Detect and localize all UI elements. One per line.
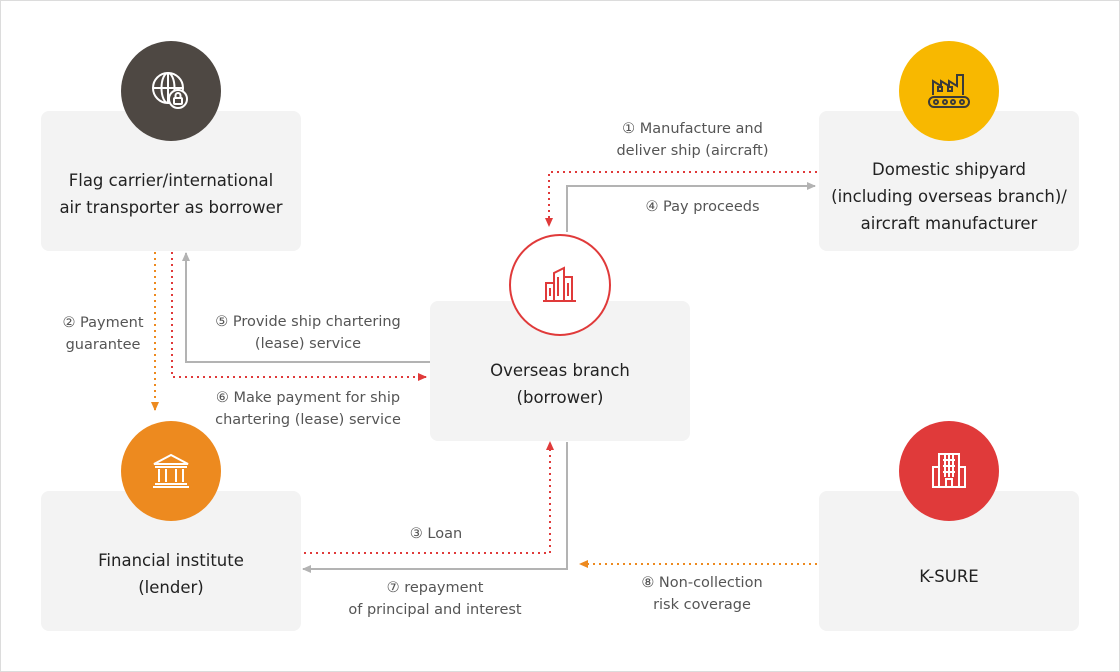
edge-1-label: ① Manufacture and deliver ship (aircraft… [616, 121, 769, 159]
edge-5-line [182, 252, 430, 363]
edge-3-line [304, 441, 554, 554]
edge-7-label: ⑦ repayment of principal and interest [348, 580, 522, 618]
building-icon [543, 266, 576, 302]
globe-lock-icon [152, 72, 188, 109]
node-ksure-label: K-SURE [919, 566, 979, 586]
bank-icon [153, 453, 189, 488]
node-shipyard-label: Domestic shipyard (including overseas br… [831, 159, 1067, 233]
ksure-badge [899, 421, 999, 521]
financial-institute-badge [121, 421, 221, 521]
edge-4-label: ④ Pay proceeds [645, 199, 760, 215]
overseas-branch-badge [509, 234, 611, 336]
edge-6-line [171, 252, 427, 381]
edge-5-label: ⑤ Provide ship chartering (lease) servic… [215, 314, 401, 352]
edge-8-label: ⑧ Non-collection risk coverage [641, 575, 763, 613]
office-building-icon [932, 453, 966, 488]
factory-conveyor-icon [928, 74, 970, 108]
flag-carrier-badge [121, 41, 221, 141]
node-flag-carrier: Flag carrier/international air transport… [41, 111, 301, 251]
node-shipyard: Domestic shipyard (including overseas br… [819, 111, 1079, 251]
edge-2-label: ② Payment guarantee [62, 315, 144, 353]
node-financial-institute: Financial institute (lender) [41, 491, 301, 631]
node-financial-institute-label: Financial institute (lender) [98, 551, 244, 597]
shipyard-badge [899, 41, 999, 141]
node-overseas-branch-label: Overseas branch (borrower) [490, 361, 630, 407]
edge-4-line [566, 182, 816, 232]
node-flag-carrier-label: Flag carrier/international air transport… [59, 171, 283, 217]
edge-6-label: ⑥ Make payment for ship chartering (leas… [215, 390, 401, 428]
edge-7-line [302, 442, 568, 573]
edge-3-label: ③ Loan [409, 526, 463, 542]
